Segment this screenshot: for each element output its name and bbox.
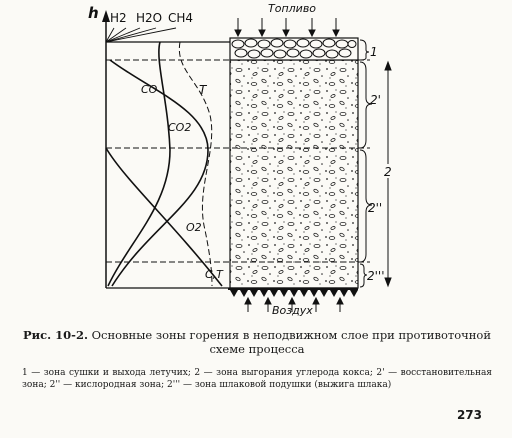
- bottom-label: C,T: [205, 268, 224, 281]
- co-curve: [107, 41, 171, 287]
- fuel-label: Топливо: [268, 2, 316, 15]
- brace-zone-2pp: [359, 149, 373, 263]
- temperature-curve: [178, 41, 213, 287]
- o2-curve: [105, 147, 223, 287]
- zone-1-label: 1: [370, 45, 378, 59]
- fresh-fuel-pieces: [231, 38, 357, 59]
- temp-label: T: [199, 83, 208, 97]
- gas-label-h2: H2: [110, 11, 127, 25]
- o2-label: O2: [186, 221, 202, 234]
- gas-label-h2o: H2O: [136, 11, 162, 25]
- air-label: Воздух: [272, 304, 313, 317]
- fuel-arrows: [234, 18, 340, 38]
- zone-2-label: 2: [384, 165, 392, 179]
- zone-2pp-label: 2'': [368, 201, 382, 215]
- gas-label-ch4: CH4: [168, 11, 193, 25]
- page-number: 273: [456, 408, 482, 422]
- brace-zone-2p: [359, 61, 373, 149]
- brace-zone-2ppp: [359, 263, 368, 288]
- figure-title-text: Основные зоны горения в неподвижном слое…: [91, 328, 492, 356]
- h-axis-label: h: [88, 4, 99, 22]
- zone-2ppp-label: 2''': [367, 269, 385, 283]
- co-label: CO: [141, 83, 158, 96]
- co2-curve: [109, 59, 209, 287]
- figure-number: Рис. 10-2.: [22, 328, 88, 342]
- h-axis-arrow: [102, 10, 110, 22]
- volatiles-fan: [105, 27, 177, 43]
- co2-label: CO2: [168, 121, 191, 134]
- figure-caption-title: Рис. 10-2. Основные зоны горения в непод…: [22, 328, 492, 356]
- zone-2p-label: 2': [370, 93, 381, 107]
- air-arrows: [244, 296, 344, 312]
- brace-zone-1: [359, 39, 370, 61]
- combustion-zones-figure: h H2 H2O CH4 CO CO2 O2 T C,T Топлив: [88, 2, 392, 317]
- fuel-bed-column: [229, 59, 359, 289]
- figure-legend: 1 — зона сушки и выхода летучих; 2 — зон…: [22, 368, 492, 390]
- grate: [228, 288, 358, 297]
